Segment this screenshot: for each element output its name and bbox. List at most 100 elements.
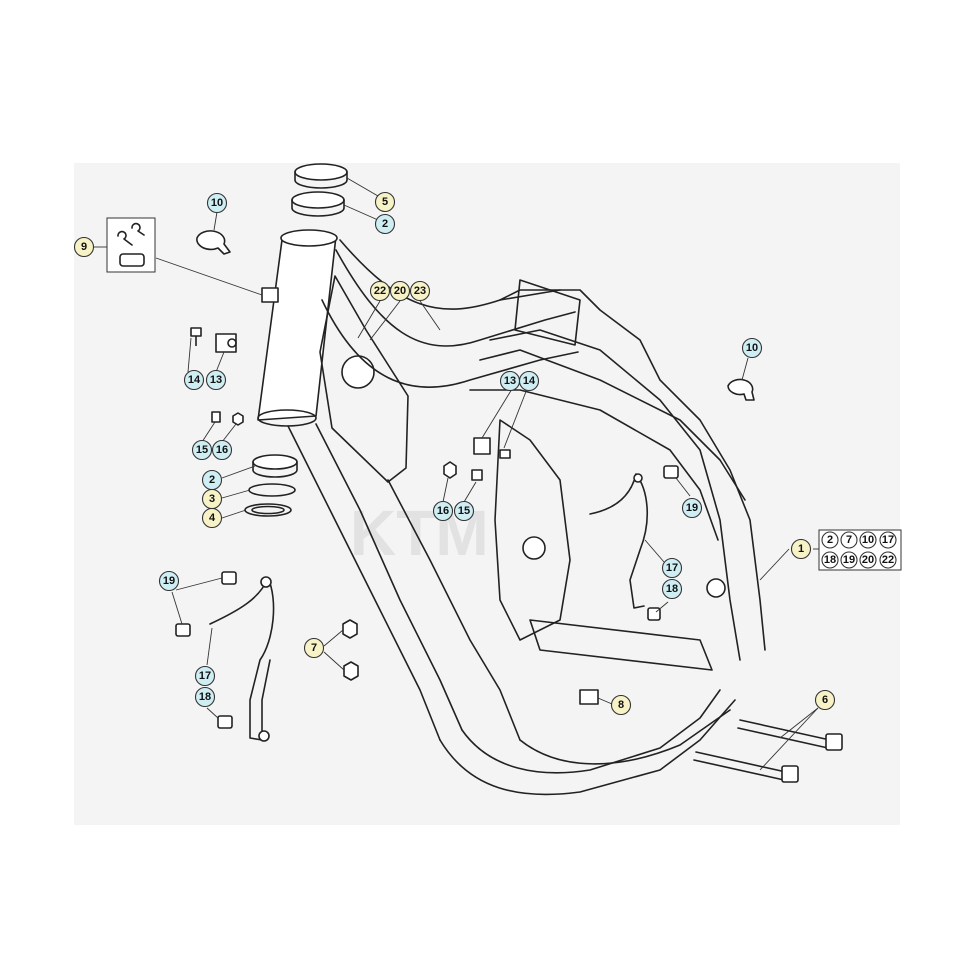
callout-13-left-label: 13 (210, 374, 222, 386)
bearing-rings-top (291, 163, 348, 217)
lower-cradle-rear (519, 709, 731, 765)
callout-13-mid-label: 13 (504, 375, 516, 387)
kit-item-22: 22 (882, 554, 894, 566)
callout-1-circle (790, 538, 812, 560)
down-tube-left-inner (315, 423, 463, 731)
callout-15-mid: 15 (453, 500, 475, 522)
lock-cylinder (119, 253, 145, 267)
callout-7-circle (303, 637, 325, 659)
steering-head-bottom (257, 409, 317, 427)
callout-22-label: 22 (374, 285, 386, 297)
callout-22-circle (369, 280, 391, 302)
swingarm-pivot (522, 536, 546, 560)
kit-contents-table: 2 7 10 17 18 19 20 22 (818, 529, 902, 571)
callout-20-circle (389, 280, 411, 302)
callout-14-left-circle (183, 369, 205, 391)
callout-2-top-label: 2 (382, 218, 388, 230)
nut-7-top (342, 619, 358, 639)
callout-19-left-label: 19 (163, 575, 175, 587)
fasteners-mid (443, 437, 511, 481)
nut-16-mid (443, 461, 457, 479)
callout-7-label: 7 (311, 642, 317, 654)
callout-15-left: 15 (191, 439, 213, 461)
long-bolt-6-upper (739, 719, 831, 741)
kit-item-17: 17 (882, 534, 894, 546)
callout-1-label: 1 (798, 543, 804, 555)
callout-10-right: 10 (741, 337, 763, 359)
bushing-13-hole (227, 338, 237, 348)
top-rear-tube (479, 349, 746, 501)
callout-8-label: 8 (618, 699, 624, 711)
callout-13-left-circle (205, 369, 227, 391)
bolt-15-mid (471, 469, 483, 481)
bearing-ring-2-top-side (291, 199, 345, 217)
pivot-boss (706, 578, 726, 598)
callout-17-left: 17 (194, 665, 216, 687)
callout-19-left: 19 (158, 570, 180, 592)
kit-item-2: 2 (827, 534, 833, 546)
callout-5-circle (374, 191, 396, 213)
kit-item-20: 20 (862, 554, 874, 566)
callout-16-left: 16 (211, 439, 233, 461)
nuts-7 (342, 619, 359, 681)
callout-6-label: 6 (822, 694, 828, 706)
pivot-plate (494, 419, 571, 641)
bracket-right-hole (633, 473, 643, 483)
cross-member (529, 619, 713, 671)
kit-item-18-circle (821, 551, 839, 569)
steering-lock-kit (106, 217, 156, 273)
long-bolt-6-upper-b (737, 727, 829, 749)
callout-10-right-circle (741, 337, 763, 359)
lower-cradle (439, 699, 736, 796)
callout-16-mid-label: 16 (437, 505, 449, 517)
clip-8 (579, 689, 599, 705)
bearing-ring-2-mid-side (252, 461, 298, 478)
kit-item-7: 7 (846, 534, 852, 546)
kit-item-10: 10 (862, 534, 874, 546)
callout-20: 20 (389, 280, 411, 302)
callout-10-left: 10 (206, 192, 228, 214)
cable-clip-10-left (196, 230, 231, 255)
bolt-19-left-bottom (175, 623, 191, 637)
callout-18-right-label: 18 (666, 583, 678, 595)
callout-3: 3 (201, 488, 223, 510)
callout-8-circle (610, 694, 632, 716)
callout-10-left-circle (206, 192, 228, 214)
callout-5: 5 (374, 191, 396, 213)
callout-16-left-label: 16 (216, 444, 228, 456)
callout-3-label: 3 (209, 493, 215, 505)
callout-16-left-circle (211, 439, 233, 461)
bearing-ring-5-side (294, 171, 348, 189)
bolt-19-right (663, 465, 679, 479)
callout-13-mid: 13 (499, 370, 521, 392)
bolt-15-left (211, 411, 221, 423)
kit-item-18: 18 (824, 554, 836, 566)
lower-cradle-inner (461, 689, 721, 774)
callout-16-mid-circle (432, 500, 454, 522)
callout-6: 6 (814, 689, 836, 711)
callout-14-mid-circle (518, 370, 540, 392)
callout-19-right-label: 19 (686, 502, 698, 514)
bearing-ring-2-mid (252, 454, 298, 470)
callout-13-left: 13 (205, 369, 227, 391)
kit-item-19: 19 (843, 554, 855, 566)
cable-clip-right (727, 378, 755, 401)
bearing-ring-2-top (291, 191, 345, 209)
kit-item-17-circle (879, 531, 897, 549)
callout-14-mid: 14 (518, 370, 540, 392)
leader-lines (94, 177, 820, 771)
callout-17-right-label: 17 (666, 562, 678, 574)
callout-15-mid-label: 15 (458, 505, 470, 517)
callout-5-label: 5 (382, 196, 388, 208)
callout-19-right: 19 (681, 497, 703, 519)
key-icon (117, 222, 145, 246)
bracket-17-left (209, 577, 275, 741)
callout-16-mid: 16 (432, 500, 454, 522)
kit-item-19-circle (840, 551, 858, 569)
callout-23-label: 23 (414, 285, 426, 297)
main-frame (257, 229, 766, 796)
callout-18-left-circle (194, 686, 216, 708)
long-bolt-6-lower-b (693, 759, 785, 781)
callout-18-right-circle (661, 578, 683, 600)
